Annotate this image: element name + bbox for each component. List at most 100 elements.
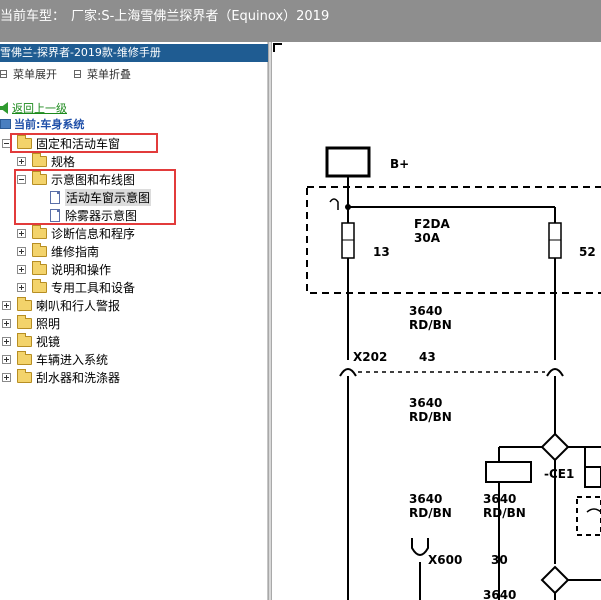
fuse-block-outline bbox=[306, 186, 601, 294]
back-link[interactable]: 返回上一级 bbox=[0, 101, 67, 115]
back-arrow-icon bbox=[0, 102, 8, 114]
expand-toggle[interactable] bbox=[2, 336, 11, 346]
pin-43-label: 43 bbox=[419, 350, 436, 364]
folder-icon bbox=[32, 152, 47, 167]
tree-item-label: 专用工具和设备 bbox=[51, 280, 136, 295]
tree-item-horn[interactable]: 喇叭和行人警报 bbox=[2, 296, 120, 314]
expand-toggle[interactable] bbox=[2, 318, 11, 328]
tree-item-mirrors[interactable]: 视镜 bbox=[2, 332, 60, 350]
manual-title: 雪佛兰-探界者-2019款-维修手册 bbox=[0, 44, 268, 62]
wire1-number: 3640 bbox=[409, 304, 442, 318]
tree-item-label: 示意图和布线图 bbox=[51, 172, 136, 187]
tree-item-label: 除雾器示意图 bbox=[65, 208, 138, 223]
wire1-color: RD/BN bbox=[409, 318, 452, 332]
tree-item-label: 照明 bbox=[36, 316, 61, 331]
tree-item-label: 刮水器和洗涤器 bbox=[36, 370, 121, 385]
ce1-side-box bbox=[584, 466, 601, 488]
ce1-connector-box bbox=[485, 461, 532, 483]
tree-item-label: 活动车窗示意图 bbox=[65, 188, 152, 206]
collapse-toggle[interactable] bbox=[2, 138, 11, 148]
battery-box bbox=[325, 146, 371, 178]
connector-x600 bbox=[411, 538, 429, 556]
connector-x202-left bbox=[339, 368, 357, 377]
tree-item-tools[interactable]: 专用工具和设备 bbox=[17, 278, 135, 296]
collapse-all-label: 菜单折叠 bbox=[87, 68, 131, 81]
tree-item-description[interactable]: 说明和操作 bbox=[17, 260, 111, 278]
expand-toggle[interactable] bbox=[17, 264, 26, 274]
folder-icon bbox=[32, 278, 47, 293]
wiring-diagram-view: B+ F2DA 30A 13 52 3640 RD/BN X202 43 364… bbox=[272, 42, 601, 600]
tree-item-label: 诊断信息和程序 bbox=[51, 226, 136, 241]
wire4-number: 3640 bbox=[483, 492, 516, 506]
ce1-dashed-component bbox=[576, 496, 601, 536]
tree-item-wipers[interactable]: 刮水器和洗涤器 bbox=[2, 368, 120, 386]
computer-icon bbox=[0, 119, 11, 129]
folder-icon bbox=[32, 242, 47, 257]
folder-icon bbox=[17, 332, 32, 347]
wire3-color: RD/BN bbox=[409, 506, 452, 520]
connector-x202-label: X202 bbox=[353, 350, 387, 364]
pin-52-label: 52 bbox=[579, 245, 596, 259]
connector-x600-label: X600 bbox=[428, 553, 462, 567]
pin-30-label: 30 bbox=[491, 553, 508, 567]
folder-icon bbox=[17, 350, 32, 365]
expand-all-label: 菜单展开 bbox=[13, 68, 57, 81]
tree-item-repair[interactable]: 维修指南 bbox=[17, 242, 99, 260]
expand-toggle[interactable] bbox=[2, 300, 11, 310]
tree-item-label: 车辆进入系统 bbox=[36, 352, 109, 367]
wire5-number: 3640 bbox=[483, 588, 516, 600]
panel-splitter[interactable] bbox=[268, 42, 272, 600]
ce1-label: -CE1 bbox=[544, 467, 574, 481]
vehicle-model-title: 厂家:S-上海雪佛兰探界者（Equinox）2019 bbox=[71, 9, 330, 24]
folder-icon bbox=[32, 260, 47, 275]
wire3-number: 3640 bbox=[409, 492, 442, 506]
collapse-icon bbox=[74, 70, 81, 78]
splice-lower bbox=[540, 565, 570, 595]
expand-toggle[interactable] bbox=[17, 282, 26, 292]
current-system: 当前:车身系统 bbox=[0, 117, 84, 131]
document-icon bbox=[50, 208, 60, 222]
folder-open-icon bbox=[17, 134, 32, 149]
expand-toggle[interactable] bbox=[2, 372, 11, 382]
tree-item-diagnosis[interactable]: 诊断信息和程序 bbox=[17, 224, 135, 242]
tree-item-vehicle-entry[interactable]: 车辆进入系统 bbox=[2, 350, 108, 368]
expand-all-button[interactable]: 菜单展开 bbox=[0, 66, 57, 82]
expand-toggle[interactable] bbox=[17, 156, 26, 166]
back-link-label: 返回上一级 bbox=[12, 102, 67, 115]
title-bar: 当前车型： 厂家:S-上海雪佛兰探界者（Equinox）2019 bbox=[0, 0, 601, 42]
tree-item-label: 说明和操作 bbox=[51, 262, 112, 277]
collapse-all-button[interactable]: 菜单折叠 bbox=[74, 66, 131, 82]
tree-toolbar: 菜单展开 菜单折叠 bbox=[0, 66, 268, 84]
expand-toggle[interactable] bbox=[2, 354, 11, 364]
tree-item-label: 规格 bbox=[51, 154, 76, 169]
document-icon bbox=[50, 190, 60, 204]
tree-item-defogger-schematic[interactable]: 除雾器示意图 bbox=[50, 206, 137, 224]
tree-item-label: 维修指南 bbox=[51, 244, 100, 259]
pin-13-label: 13 bbox=[373, 245, 390, 259]
ce1-component-detail bbox=[586, 508, 601, 513]
tree-item-lighting[interactable]: 照明 bbox=[2, 314, 60, 332]
folder-icon bbox=[17, 368, 32, 383]
fuse-name: F2DA bbox=[414, 217, 451, 231]
expand-icon bbox=[0, 70, 7, 78]
tree-item-sunroof-schematic[interactable]: 活动车窗示意图 bbox=[50, 188, 152, 206]
folder-icon bbox=[32, 224, 47, 239]
corner-marker bbox=[273, 43, 282, 52]
navigation-panel: 雪佛兰-探界者-2019款-维修手册 菜单展开 菜单折叠 返回上一级 当前:车身… bbox=[0, 42, 268, 600]
bus-hook bbox=[329, 198, 339, 210]
wire2-number: 3640 bbox=[409, 396, 442, 410]
tree-item-windows[interactable]: 固定和活动车窗 bbox=[2, 134, 120, 152]
folder-icon bbox=[17, 296, 32, 311]
tree-item-schematics[interactable]: 示意图和布线图 bbox=[17, 170, 135, 188]
tree-item-spec[interactable]: 规格 bbox=[17, 152, 75, 170]
collapse-toggle[interactable] bbox=[17, 174, 26, 184]
battery-label: B+ bbox=[390, 157, 409, 171]
title-prefix: 当前车型： bbox=[0, 9, 66, 24]
wire2-color: RD/BN bbox=[409, 410, 452, 424]
expand-toggle[interactable] bbox=[17, 246, 26, 256]
tree-item-label: 视镜 bbox=[36, 334, 61, 349]
expand-toggle[interactable] bbox=[17, 228, 26, 238]
wiring-diagram: B+ F2DA 30A 13 52 3640 RD/BN X202 43 364… bbox=[273, 43, 601, 600]
fuse-rating: 30A bbox=[414, 231, 441, 245]
folder-icon bbox=[17, 314, 32, 329]
